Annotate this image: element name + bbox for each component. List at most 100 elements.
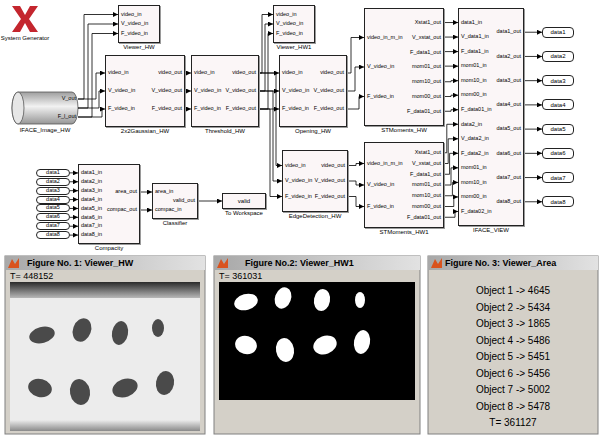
signal-wire <box>70 190 78 191</box>
tag-label: data7 <box>543 175 573 181</box>
window-frame <box>214 256 420 434</box>
signal-wire <box>444 22 458 23</box>
port-label: data1_in <box>81 170 102 176</box>
port-label: mom00_out <box>412 204 441 210</box>
block-name: System Generator <box>1 35 50 41</box>
block-name: To Workspace <box>225 210 263 216</box>
camera-image <box>10 282 200 431</box>
from-tag: data4 <box>36 196 70 204</box>
goto-tag: data2 <box>542 51 574 62</box>
signal-wire <box>444 182 458 195</box>
block-name: Viewer_HW1 <box>277 44 312 50</box>
signal-wire <box>347 97 364 110</box>
tag-label: data2 <box>37 179 69 185</box>
window-icon <box>431 258 442 268</box>
port-label: data3_out <box>497 78 521 84</box>
port-label: data5_in <box>81 206 102 212</box>
block-name: Classifier <box>163 220 188 226</box>
port-label: F_video_out <box>314 106 344 112</box>
tag-label: data1 <box>543 29 573 35</box>
port-label: F_data01_out <box>407 215 441 221</box>
goto-tag: data3 <box>542 75 574 86</box>
signal-wire <box>444 95 458 96</box>
block-name: STMoments_HW <box>381 127 427 133</box>
signal-wire <box>348 181 364 185</box>
port-label: data8_out <box>497 199 521 205</box>
port-label: mom01_out <box>412 64 441 70</box>
result-line: Object 2 -> 5434 <box>428 303 598 313</box>
signal-wire <box>70 217 78 218</box>
port-label: mom10_in <box>461 78 487 84</box>
port-label: V_data2_in <box>461 136 489 142</box>
source-cylinder <box>12 92 78 124</box>
port-label: data7_in <box>81 223 102 229</box>
port-label: V_video_in <box>367 182 394 188</box>
goto-tag: data8 <box>542 196 574 207</box>
title-bar <box>428 256 598 270</box>
block-name: STMoments_HW1 <box>379 229 428 235</box>
port-label: F_l_out <box>58 114 76 120</box>
port-label: F_data02_in <box>461 209 492 215</box>
signal-wire <box>140 192 152 193</box>
port-label: F_video_in <box>367 204 394 210</box>
port-label: data4_out <box>497 102 521 108</box>
port-label: F_data1_in <box>461 49 489 55</box>
port-label: video_out <box>158 70 182 76</box>
signal-wire <box>524 153 542 154</box>
window-icon <box>8 258 19 268</box>
tag-label: data3 <box>37 188 69 194</box>
classifier-block: area_invalid_outcompac_inClassifier <box>152 183 198 219</box>
window-title: Figure No. 3: Viewer_Area <box>445 259 556 268</box>
block-name: Compacity <box>95 245 123 251</box>
port-label: data2_in <box>461 122 482 128</box>
port-label: video_in <box>121 12 142 18</box>
port-label: video_in <box>194 70 215 76</box>
port-label: video_in <box>108 70 129 76</box>
port-label: F_data01_in <box>461 107 492 113</box>
port-label: V_video_out <box>314 178 345 184</box>
port-label: mom01_out <box>412 182 441 188</box>
morphology-block: video_inV_video_inF_video_invideo_outV_v… <box>279 55 347 127</box>
system-generator-icon: System Generator <box>10 4 40 34</box>
result-line: Object 1 -> 4645 <box>428 286 598 296</box>
result-line: Object 7 -> 5002 <box>428 385 598 395</box>
port-label: mom10_in <box>461 180 487 186</box>
signal-wire <box>524 104 542 105</box>
block-name: IFACE_VIEW <box>473 227 509 233</box>
tag-label: data6 <box>37 215 69 221</box>
bean-shapes <box>26 316 176 407</box>
tag-label: data6 <box>543 150 573 156</box>
tag-label: data4 <box>37 197 69 203</box>
workspace-block: validTo Workspace <box>222 193 266 209</box>
port-label: valid_out <box>173 198 195 204</box>
port-label: V_data1_in <box>461 34 489 40</box>
signal-wire <box>140 210 152 211</box>
port-label: F_video_out <box>152 106 182 112</box>
port-label: data7_out <box>497 175 521 181</box>
tag-label: valid <box>223 198 265 204</box>
port-label: F_video_in <box>285 194 312 200</box>
block-name: EdgeDetection_HW <box>289 213 342 219</box>
goto-tag: data7 <box>542 172 574 183</box>
port-label: V_video_in <box>282 88 309 94</box>
from-tag: data5 <box>36 204 70 212</box>
signal-wire <box>444 197 458 207</box>
signal-wire <box>347 38 364 74</box>
port-label: data6_in <box>81 215 102 221</box>
tag-label: data3 <box>543 78 573 84</box>
port-label: video_out <box>232 70 256 76</box>
port-label: mom10_out <box>412 193 441 199</box>
tag-label: data7 <box>37 223 69 229</box>
signal-wire <box>524 201 542 202</box>
port-label: compac_in <box>155 207 182 213</box>
signal-wire <box>347 67 364 91</box>
signal-wire <box>70 235 78 236</box>
signal-wire <box>444 139 458 164</box>
from-tag: data2 <box>36 178 70 186</box>
signal-wire <box>444 211 458 217</box>
signal-wire <box>444 66 458 67</box>
port-label: V_video_in <box>285 178 312 184</box>
signal-wire <box>348 164 364 166</box>
window-title: Figure No. 1: Viewer_HW <box>27 259 133 268</box>
signal-wire <box>524 80 542 81</box>
